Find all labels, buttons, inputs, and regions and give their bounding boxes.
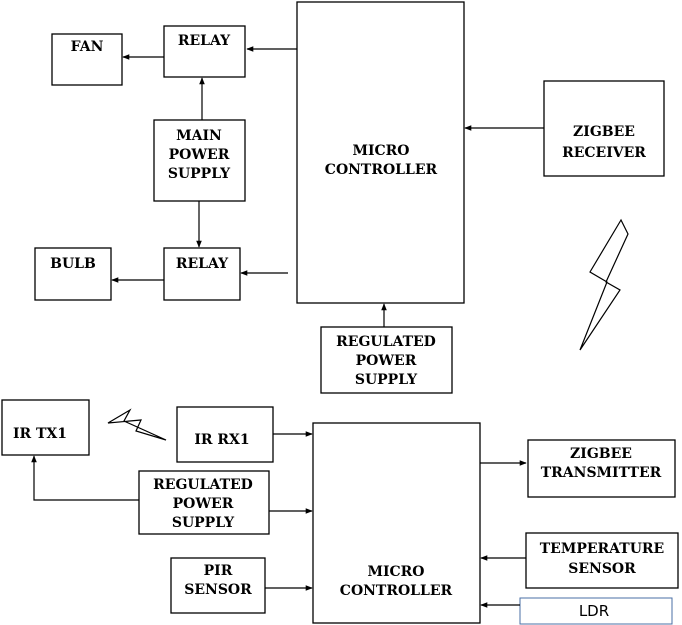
ir-rx1-block: IR RX1 <box>176 406 274 463</box>
arrow-regulated-supply-to-ir-tx1 <box>31 455 139 501</box>
regulated-power-supply-bottom-label-line3: SUPPLY <box>172 515 235 531</box>
ir-tx1-block: IR TX1 <box>1 399 90 456</box>
lightning-bolt-icon <box>579 218 629 351</box>
relay-top-block: RELAY <box>163 25 246 78</box>
ldr-label: LDR <box>579 602 609 620</box>
regulated-power-supply-bottom-label-line1: REGULATED <box>153 477 253 493</box>
regulated-power-supply-top-label-line3: SUPPLY <box>355 372 418 388</box>
micro-controller-bottom-label-line1: MICRO <box>367 564 424 580</box>
main-power-supply-block: MAIN POWER SUPPLY <box>153 119 246 202</box>
main-power-supply-label-line1: MAIN <box>176 128 222 144</box>
ir-rx1-label: IR RX1 <box>194 432 249 448</box>
temperature-sensor-label-line2: SENSOR <box>568 561 636 577</box>
ldr-block: LDR <box>519 597 673 625</box>
micro-controller-top-block: MICRO CONTROLLER <box>296 1 465 304</box>
regulated-power-supply-bottom-block: REGULATED POWER SUPPLY <box>138 470 270 535</box>
ir-tx1-label: IR TX1 <box>13 426 67 442</box>
pir-sensor-label-line2: SENSOR <box>184 582 252 598</box>
relay-top-label: RELAY <box>178 33 231 49</box>
regulated-power-supply-bottom-label-line2: POWER <box>173 496 234 512</box>
pir-sensor-label-line1: PIR <box>204 563 233 579</box>
regulated-power-supply-top-label-line1: REGULATED <box>336 334 436 350</box>
micro-controller-bottom-label-line2: CONTROLLER <box>340 583 453 599</box>
zigbee-receiver-block: ZIGBEE RECEIVER <box>543 80 665 177</box>
receiver-unit: FAN RELAY MAIN POWER SUPPLY MICRO CONTRO… <box>34 1 665 394</box>
main-power-supply-label-line2: POWER <box>169 147 230 163</box>
main-power-supply-label-line3: SUPPLY <box>168 166 231 182</box>
temperature-sensor-block: TEMPERATURE SENSOR <box>525 532 679 589</box>
bulb-label: BULB <box>50 256 96 272</box>
pir-sensor-block: PIR SENSOR <box>170 557 266 614</box>
transmitter-unit: IR TX1 IR RX1 REGULATED POWER SUPPLY PIR… <box>1 399 679 625</box>
micro-controller-top-label-line2: CONTROLLER <box>325 162 438 178</box>
micro-controller-top-label-line1: MICRO <box>352 143 409 159</box>
bulb-block: BULB <box>34 247 112 301</box>
fan-label: FAN <box>71 39 104 55</box>
temperature-sensor-label-line1: TEMPERATURE <box>540 541 664 557</box>
micro-controller-bottom-block: MICRO CONTROLLER <box>312 422 481 624</box>
regulated-power-supply-top-label-line2: POWER <box>356 353 417 369</box>
zigbee-receiver-label-line1: ZIGBEE <box>573 124 635 140</box>
zigbee-receiver-label-line2: RECEIVER <box>562 145 646 161</box>
relay-bottom-label: RELAY <box>176 256 229 272</box>
relay-bottom-block: RELAY <box>163 247 241 301</box>
regulated-power-supply-top-block: REGULATED POWER SUPPLY <box>320 326 453 394</box>
lightning-bolt-icon <box>107 408 167 441</box>
zigbee-transmitter-block: ZIGBEE TRANSMITTER <box>527 439 676 498</box>
fan-block: FAN <box>51 33 123 86</box>
zigbee-transmitter-label-line2: TRANSMITTER <box>541 465 662 481</box>
zigbee-transmitter-label-line1: ZIGBEE <box>570 446 632 462</box>
